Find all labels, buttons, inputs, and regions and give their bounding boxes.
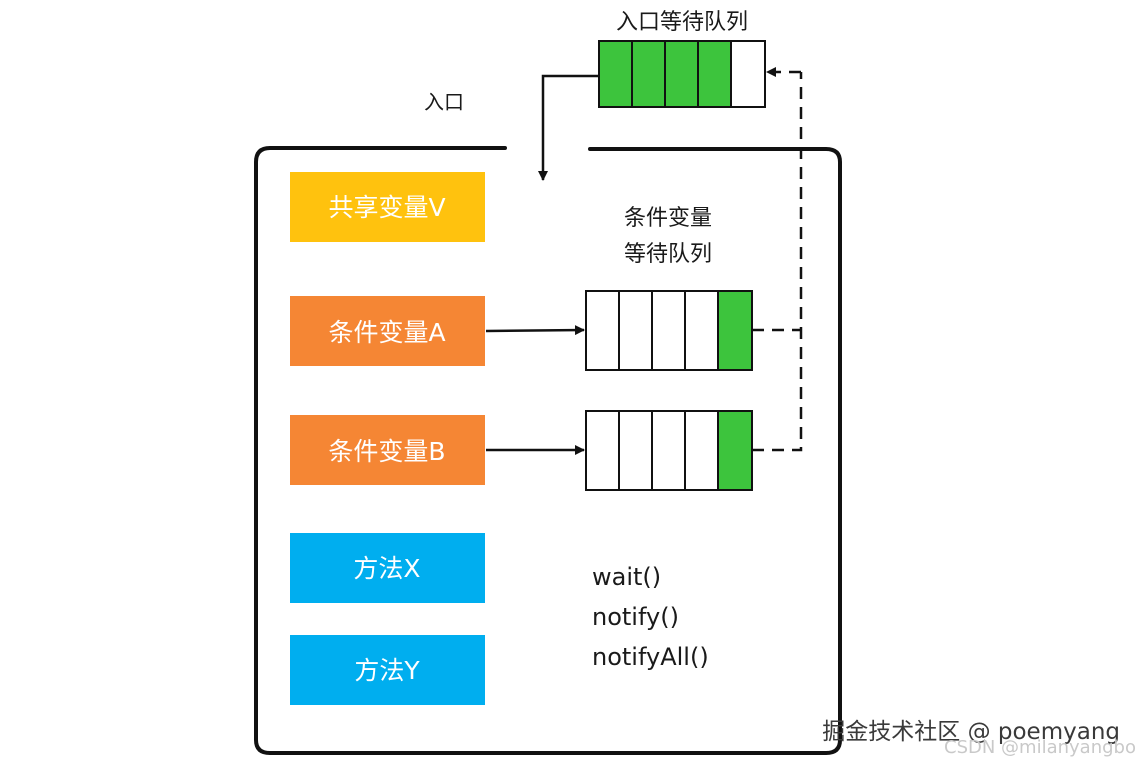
cond-queue-title-line1: 条件变量 [624, 206, 712, 231]
cond-b-queue-cell [651, 410, 686, 491]
method-x-box: 方法X [290, 533, 485, 603]
cond-a-queue-cell [618, 290, 653, 371]
condition-b-box: 条件变量B [290, 415, 485, 485]
entry-queue-cell [730, 40, 766, 108]
entry-queue-cell [598, 40, 633, 108]
cond-b-queue-cell [684, 410, 719, 491]
watermark-sub: CSDN @milanyangbo [944, 737, 1136, 758]
condition-a-box: 条件变量A [290, 296, 485, 366]
shared-variable-box: 共享变量V [290, 172, 485, 242]
cond-b-queue-cell [585, 410, 620, 491]
method-wait: wait() [592, 563, 661, 591]
entry-arrow [538, 74, 599, 181]
watermark-main: 掘金技术社区 @ poemyang [822, 719, 1120, 745]
method-notify: notify() [592, 603, 679, 631]
entry-queue [598, 40, 766, 108]
condition-b-queue [585, 410, 753, 491]
entry-label: 入口 [424, 90, 464, 114]
method-x-label: 方法X [353, 554, 420, 583]
cond-b-queue-cell [717, 410, 753, 491]
entry-queue-cell [631, 40, 666, 108]
notify-dashed-b [752, 72, 803, 452]
cond-a-queue-cell [717, 290, 753, 371]
monitor-boundary [254, 146, 842, 755]
method-y-box: 方法Y [290, 635, 485, 705]
cond-a-queue-cell [585, 290, 620, 371]
condition-a-queue [585, 290, 753, 371]
condition-a-label: 条件变量A [328, 318, 445, 347]
method-y-label: 方法Y [354, 656, 420, 685]
entry-queue-cell [697, 40, 732, 108]
condition-a-arrow [485, 325, 585, 336]
entry-queue-title: 入口等待队列 [616, 10, 748, 35]
condition-b-label: 条件变量B [328, 437, 445, 466]
cond-a-queue-cell [651, 290, 686, 371]
entry-queue-cell [664, 40, 699, 108]
cond-queue-title-line2: 等待队列 [624, 242, 712, 267]
cond-a-queue-cell [684, 290, 719, 371]
method-notifyall: notifyAll() [592, 643, 709, 671]
cond-b-queue-cell [618, 410, 653, 491]
shared-variable-label: 共享变量V [328, 193, 445, 222]
